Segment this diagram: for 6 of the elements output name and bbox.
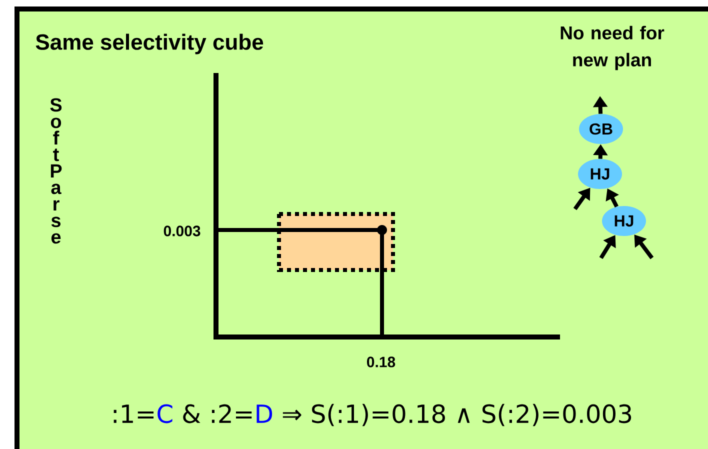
heading: No need for new plan	[560, 26, 664, 70]
tick-label: 0.003	[164, 226, 200, 236]
axis-label: Soft Parse	[50, 98, 62, 244]
condition-text: :1=C & :2=D ⇒ S(:1)=0.18 ∧ S(:2)=0.003	[114, 404, 632, 426]
tick-label: 0.18	[367, 356, 396, 368]
title: Same selectivity cube	[36, 34, 264, 54]
